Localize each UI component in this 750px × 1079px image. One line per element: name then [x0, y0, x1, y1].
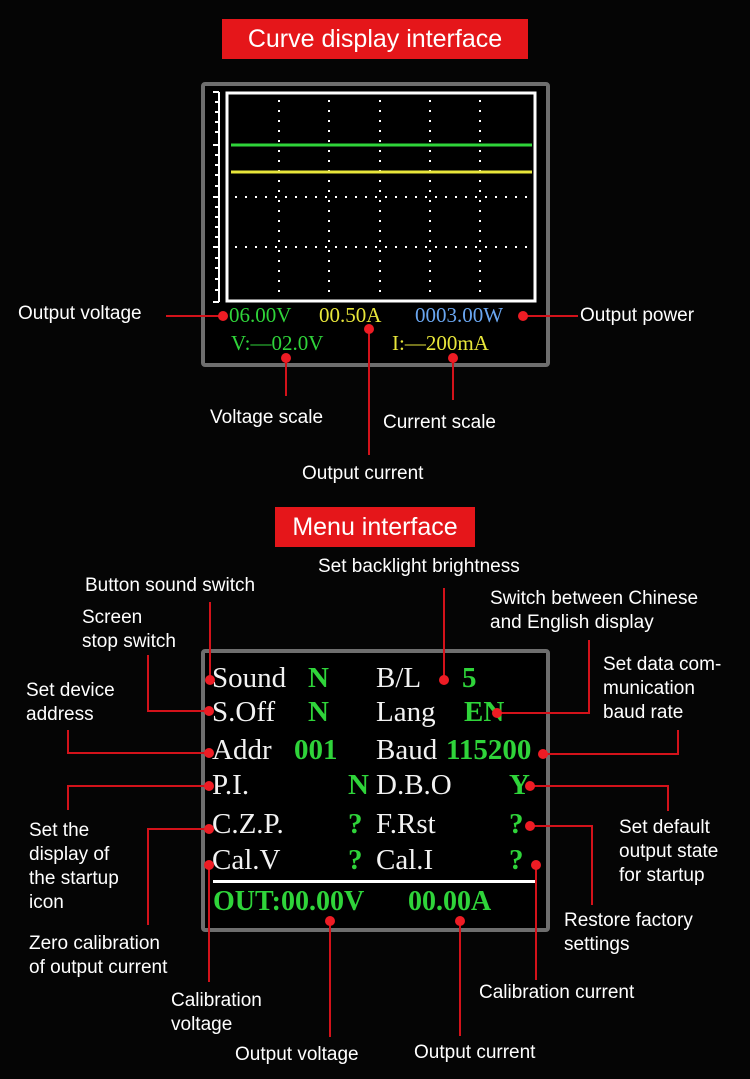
menu-item-key: Lang [376, 696, 436, 728]
curve-current-readout: 00.50A [319, 303, 382, 327]
menu-divider [213, 880, 535, 883]
menu-item-key: Sound [212, 662, 287, 694]
callout-default-output: Set default output state for startup [619, 817, 719, 886]
out-current: 00.00A [408, 886, 492, 917]
out-voltage: 00.00V [281, 886, 365, 917]
callout-backlight: Set backlight brightness [318, 556, 520, 577]
menu-section-title: Menu interface [275, 507, 475, 547]
menu-item-value: EN [464, 696, 505, 728]
callout-menu-output-voltage: Output voltage [235, 1044, 359, 1065]
menu-item-value: 001 [294, 734, 338, 766]
callout-voltage-scale: Voltage scale [210, 407, 324, 428]
menu-item-key: C.Z.P. [212, 808, 284, 840]
callout-factory-reset: Restore factory settings [564, 910, 693, 955]
menu-item-key: Addr [212, 734, 272, 766]
menu-item-key: Baud [376, 734, 438, 766]
callout-current-scale: Current scale [383, 412, 496, 433]
menu-item-value: N [308, 696, 329, 728]
plot-grid [235, 100, 532, 298]
callout-calibration-current: Calibration current [479, 982, 635, 1003]
menu-item-value: 115200 [446, 734, 532, 766]
callout-startup-icon: Set the display of the startup icon [29, 820, 119, 913]
menu-item-key: S.Off [212, 696, 276, 728]
menu-item-value: N [348, 769, 369, 801]
callout-button-sound: Button sound switch [85, 575, 256, 596]
menu-item-value: ? [509, 808, 524, 840]
menu-item-key: D.B.O [376, 769, 452, 801]
callout-output-power: Output power [580, 305, 695, 326]
voltage-scale-readout: V:—02.0V [231, 331, 324, 355]
plot-frame [225, 91, 537, 303]
menu-item-key: P.I. [212, 769, 250, 801]
menu-item-key: Cal.V [212, 844, 281, 876]
curve-plot [213, 91, 537, 303]
callout-language: Switch between Chinese and English displ… [490, 588, 699, 633]
menu-item-key: Cal.I [376, 844, 434, 876]
menu-item-key: B/L [376, 662, 422, 694]
callout-device-address: Set device address [26, 680, 115, 725]
callout-zero-calibration: Zero calibration of output current [29, 933, 168, 978]
menu-item-value: N [308, 662, 329, 694]
curve-voltage-readout: 06.00V [229, 303, 292, 327]
scale-ticks [213, 91, 220, 303]
menu-item-value: ? [348, 808, 363, 840]
curve-power-readout: 0003.00W [415, 303, 504, 327]
callout-menu-output-current: Output current [414, 1042, 536, 1063]
callout-baud-rate: Set data com- munication baud rate [603, 654, 722, 723]
curve-screen [201, 82, 550, 367]
menu-item-value: ? [509, 844, 524, 876]
callout-output-voltage: Output voltage [18, 303, 142, 324]
current-scale-readout: I:—200mA [392, 331, 489, 355]
menu-item-value: ? [348, 844, 363, 876]
callout-output-current: Output current [302, 463, 424, 484]
menu-item-value: Y [509, 769, 530, 801]
curve-section-title: Curve display interface [222, 19, 528, 59]
callout-screen-stop: Screen stop switch [82, 607, 176, 652]
menu-item-value: 5 [462, 662, 477, 694]
out-label: OUT: [213, 886, 281, 917]
menu-item-key: F.Rst [376, 808, 436, 840]
callout-calibration-voltage: Calibration voltage [171, 990, 262, 1035]
